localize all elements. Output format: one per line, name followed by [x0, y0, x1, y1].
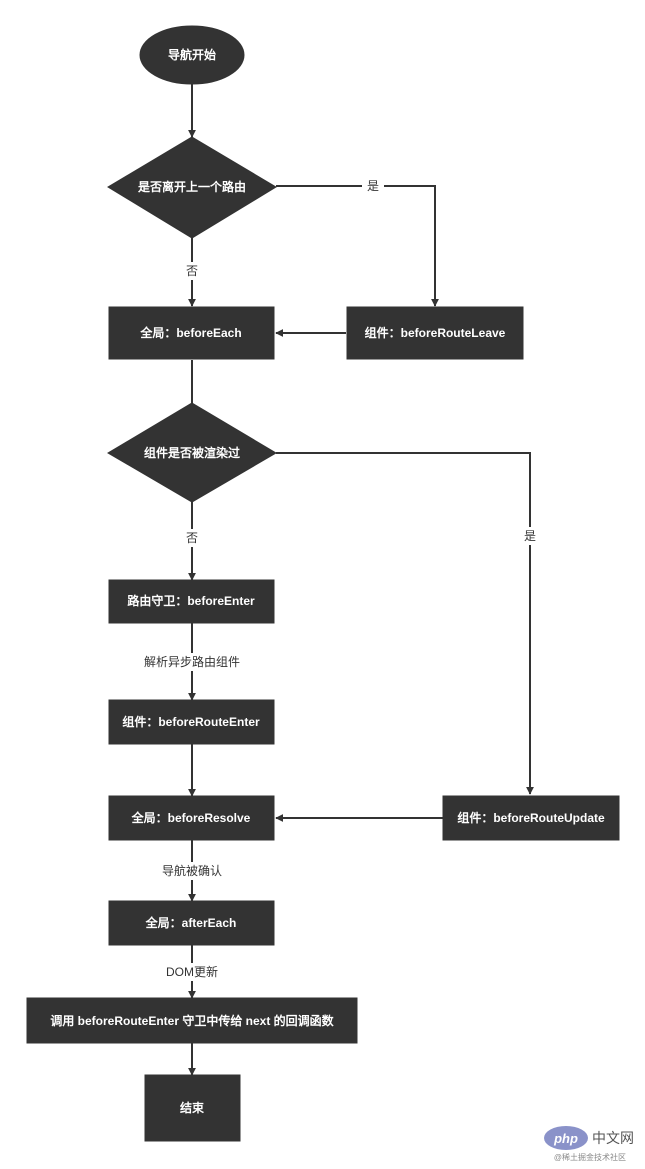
before-each-node: [108, 306, 275, 360]
before-enter-label: 路由守卫：beforeEnter: [127, 593, 255, 608]
edge-labels: 是 否 否 是 解析异步路由组件 导航被确认 DOM更新: [136, 177, 541, 981]
label-dom-update: DOM更新: [166, 964, 218, 979]
before-enter-node: [108, 579, 275, 624]
label-no-leave: 否: [186, 264, 198, 278]
nodes: 导航开始 是否离开上一个路由 全局：beforeEach 组件：beforeRo…: [26, 25, 620, 1142]
route-enter-label: 组件：beforeRouteEnter: [122, 714, 260, 729]
edge-leave-check-yes: [276, 185, 439, 307]
watermark-subtitle: @稀土掘金技术社区: [554, 1152, 626, 1162]
label-no-rendered: 否: [186, 531, 198, 545]
next-callback-label: 调用 beforeRouteEnter 守卫中传给 next 的回调函数: [50, 1013, 334, 1028]
before-resolve-node: [108, 795, 275, 841]
leave-check-label: 是否离开上一个路由: [137, 179, 246, 194]
php-logo: [544, 1126, 588, 1150]
watermark: php 中文网 @稀土掘金技术社区: [544, 1126, 634, 1162]
before-each-label: 全局：beforeEach: [139, 325, 241, 340]
leave-check-decision: [107, 136, 277, 239]
rendered-check-label: 组件是否被渲染过: [144, 445, 240, 460]
end-node-label: 结束: [180, 1100, 205, 1115]
rendered-check-decision: [107, 402, 277, 503]
start-node-label: 导航开始: [168, 47, 216, 62]
next-callback-node: [26, 997, 358, 1044]
route-update-node: [442, 795, 620, 841]
after-each-label: 全局：afterEach: [145, 915, 237, 930]
after-each-node: [108, 900, 275, 946]
route-leave-node: [346, 306, 524, 360]
watermark-brand: 中文网: [592, 1130, 634, 1146]
route-enter-node: [108, 699, 275, 745]
end-node: [144, 1074, 241, 1142]
label-nav-confirmed: 导航被确认: [162, 863, 222, 878]
php-logo-text: php: [553, 1131, 578, 1146]
start-node: [139, 25, 245, 85]
route-leave-label: 组件：beforeRouteLeave: [365, 325, 506, 340]
before-resolve-label: 全局：beforeResolve: [131, 810, 251, 825]
label-yes-rendered: 是: [524, 529, 536, 543]
label-resolve-async: 解析异步路由组件: [144, 654, 240, 669]
edge-rendered-check-yes: [276, 452, 534, 795]
route-update-label: 组件：beforeRouteUpdate: [457, 810, 605, 825]
label-yes-leave: 是: [367, 179, 379, 193]
